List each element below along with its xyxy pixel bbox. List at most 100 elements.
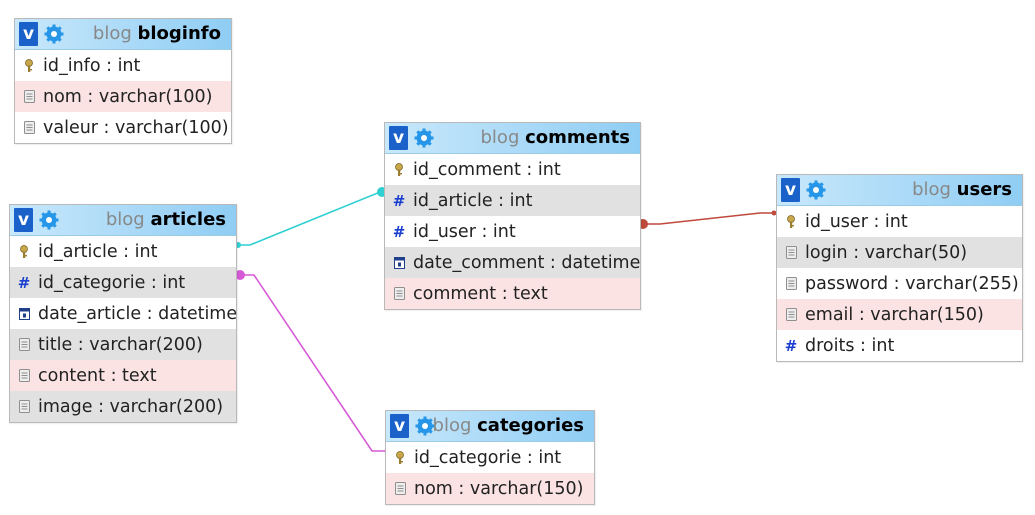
table-header[interactable]: v blog comments — [385, 123, 640, 154]
gear-icon[interactable] — [415, 416, 435, 436]
schema-name: blog — [480, 127, 520, 148]
field-label: id_info : int — [43, 55, 141, 76]
text-field-icon — [18, 369, 30, 383]
field-label: id_comment : int — [413, 159, 561, 180]
text-field-icon — [23, 121, 35, 135]
table-header[interactable]: v blog users — [777, 175, 1022, 206]
field-row[interactable]: date_comment : datetime — [385, 247, 640, 278]
numeric-field-icon: # — [392, 222, 406, 241]
field-row[interactable]: nom : varchar(150) — [386, 473, 594, 504]
table-bloginfo[interactable]: v blog bloginfo id_info : int nom : varc… — [14, 18, 232, 144]
key-icon — [785, 214, 797, 229]
table-comments[interactable]: v blog comments id_comment : int #id_art… — [384, 122, 641, 310]
field-label: comment : text — [413, 283, 548, 304]
field-row[interactable]: id_article : int — [10, 236, 236, 267]
field-label: valeur : varchar(100) — [43, 117, 229, 138]
key-icon — [23, 58, 35, 73]
collapse-toggle-icon[interactable]: v — [389, 126, 408, 150]
field-label: image : varchar(200) — [38, 396, 224, 417]
key-icon — [18, 244, 30, 259]
field-row[interactable]: title : varchar(200) — [10, 329, 236, 360]
gear-icon[interactable] — [39, 210, 59, 230]
table-name: bloginfo — [137, 23, 222, 44]
field-label: date_article : datetime — [38, 303, 238, 324]
numeric-field-icon: # — [784, 336, 798, 355]
field-label: login : varchar(50) — [805, 242, 968, 263]
text-field-icon — [785, 277, 797, 291]
date-field-icon — [393, 256, 405, 270]
field-row[interactable]: # id_categorie : int — [10, 267, 236, 298]
field-label: title : varchar(200) — [38, 334, 203, 355]
table-users[interactable]: v blog users id_user : int login : varch… — [776, 174, 1023, 362]
field-row[interactable]: nom : varchar(100) — [15, 81, 231, 112]
field-row[interactable]: email : varchar(150) — [777, 299, 1022, 330]
text-field-icon — [785, 246, 797, 260]
table-header[interactable]: v blog bloginfo — [15, 19, 231, 50]
numeric-field-icon: # — [17, 273, 31, 292]
field-row[interactable]: valeur : varchar(100) — [15, 112, 231, 143]
key-icon — [394, 450, 406, 465]
field-row[interactable]: id_comment : int — [385, 154, 640, 185]
table-name: users — [956, 179, 1012, 200]
field-label: id_article : int — [38, 241, 158, 262]
field-label: date_comment : datetime — [413, 252, 641, 273]
field-row[interactable]: password : varchar(255) — [777, 268, 1022, 299]
field-label: password : varchar(255) — [805, 273, 1019, 294]
gear-icon[interactable] — [806, 180, 826, 200]
table-title: blog users — [912, 175, 1012, 205]
text-field-icon — [394, 482, 406, 496]
relation-comments-users — [641, 212, 776, 225]
field-row[interactable]: id_categorie : int — [386, 442, 594, 473]
field-label: nom : varchar(150) — [414, 478, 584, 499]
field-label: email : varchar(150) — [805, 304, 984, 325]
field-row[interactable]: image : varchar(200) — [10, 391, 236, 422]
field-label: content : text — [38, 365, 157, 386]
collapse-toggle-icon[interactable]: v — [19, 22, 38, 46]
field-label: id_user : int — [805, 211, 908, 232]
collapse-toggle-icon[interactable]: v — [14, 208, 33, 232]
table-header[interactable]: v blog articles — [10, 205, 236, 236]
table-title: blog articles — [106, 205, 226, 235]
gear-icon[interactable] — [44, 24, 64, 44]
text-field-icon — [393, 287, 405, 301]
field-row[interactable]: #id_article : int — [385, 185, 640, 216]
relation-comments-users-end — [771, 210, 777, 216]
relation-articles-categories-start — [235, 270, 245, 280]
table-title: blog bloginfo — [93, 19, 221, 49]
field-row[interactable]: content : text — [10, 360, 236, 391]
schema-name: blog — [432, 415, 472, 436]
table-name: categories — [477, 415, 584, 436]
key-icon — [393, 162, 405, 177]
schema-name: blog — [912, 179, 951, 200]
relation-articles-categories — [239, 274, 388, 452]
field-row[interactable]: # droits : int — [777, 330, 1022, 361]
text-field-icon — [785, 308, 797, 322]
field-label: id_categorie : int — [38, 272, 186, 293]
field-row[interactable]: id_user : int — [777, 206, 1022, 237]
gear-icon[interactable] — [414, 128, 434, 148]
field-row[interactable]: id_info : int — [15, 50, 231, 81]
numeric-field-icon: # — [392, 191, 406, 210]
text-field-icon — [18, 338, 30, 352]
collapse-toggle-icon[interactable]: v — [390, 414, 409, 438]
schema-name: blog — [92, 23, 132, 44]
table-name: articles — [150, 209, 226, 230]
field-row[interactable]: # id_user : int — [385, 216, 640, 247]
table-name: comments — [525, 127, 630, 148]
collapse-toggle-icon[interactable]: v — [781, 178, 800, 202]
field-label: nom : varchar(100) — [43, 86, 213, 107]
field-label: id_user : int — [413, 221, 516, 242]
table-articles[interactable]: v blog articles id_article : int # id_cat… — [9, 204, 237, 423]
field-row[interactable]: login : varchar(50) — [777, 237, 1022, 268]
table-header[interactable]: v blog categories — [386, 411, 594, 442]
table-categories[interactable]: v blog categories id_categorie : int nom… — [385, 410, 595, 505]
schema-name: blog — [105, 209, 145, 230]
text-field-icon — [23, 90, 35, 104]
table-title: blog categories — [433, 411, 584, 441]
field-row[interactable]: date_article : datetime — [10, 298, 238, 329]
text-field-icon — [18, 400, 30, 414]
field-row[interactable]: comment : text — [385, 278, 640, 309]
field-label: id_categorie : int — [414, 447, 562, 468]
field-label: droits : int — [805, 335, 895, 356]
table-title: blog comments — [481, 123, 631, 153]
